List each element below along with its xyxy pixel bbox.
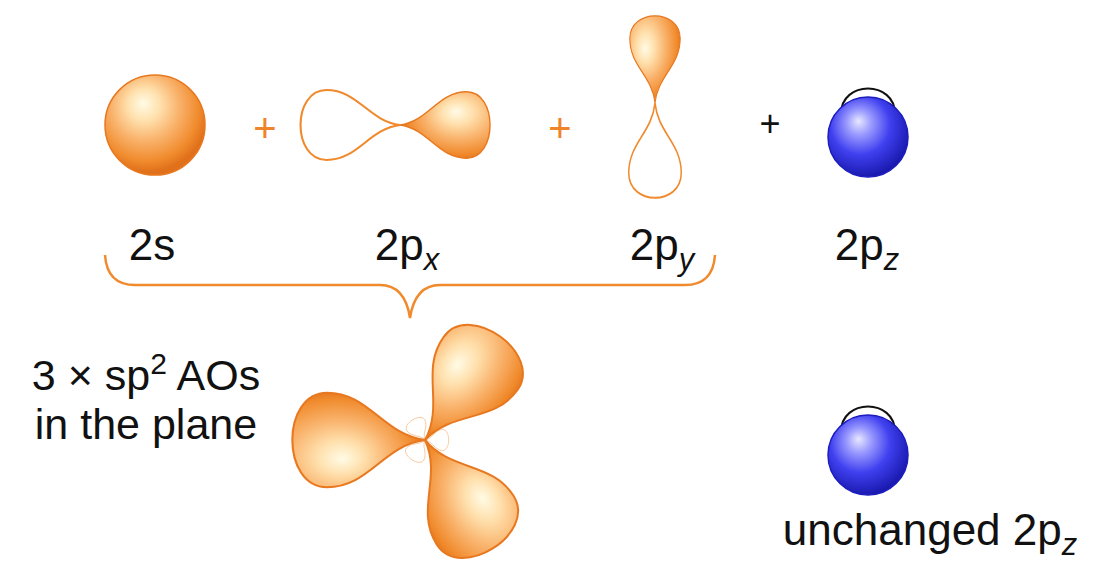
hybrid-caption: 3 × sp2 AOs in the plane — [21, 351, 271, 450]
sp2-lobe — [292, 393, 425, 488]
plus-sign: + — [253, 105, 276, 151]
p-lobe-outline — [629, 103, 682, 198]
pz-orbital — [828, 97, 908, 177]
s-orbital — [105, 75, 205, 175]
plus-sign: + — [548, 105, 571, 151]
pz-orbital — [828, 415, 908, 495]
orbital-name: 2py — [630, 220, 694, 271]
orbital-note: unchanged 2pz — [783, 505, 1077, 556]
orbital-name: 2pz — [835, 220, 899, 271]
p-lobe-filled — [400, 92, 490, 159]
plus-sign: + — [759, 103, 780, 144]
orbital-name: 2px — [375, 220, 439, 271]
sp2-lobe — [388, 310, 537, 467]
orbital-name: 2s — [129, 220, 175, 271]
sp2-lobe — [386, 416, 531, 563]
p-lobe-filled — [630, 16, 680, 103]
p-lobe-outline — [301, 90, 400, 160]
